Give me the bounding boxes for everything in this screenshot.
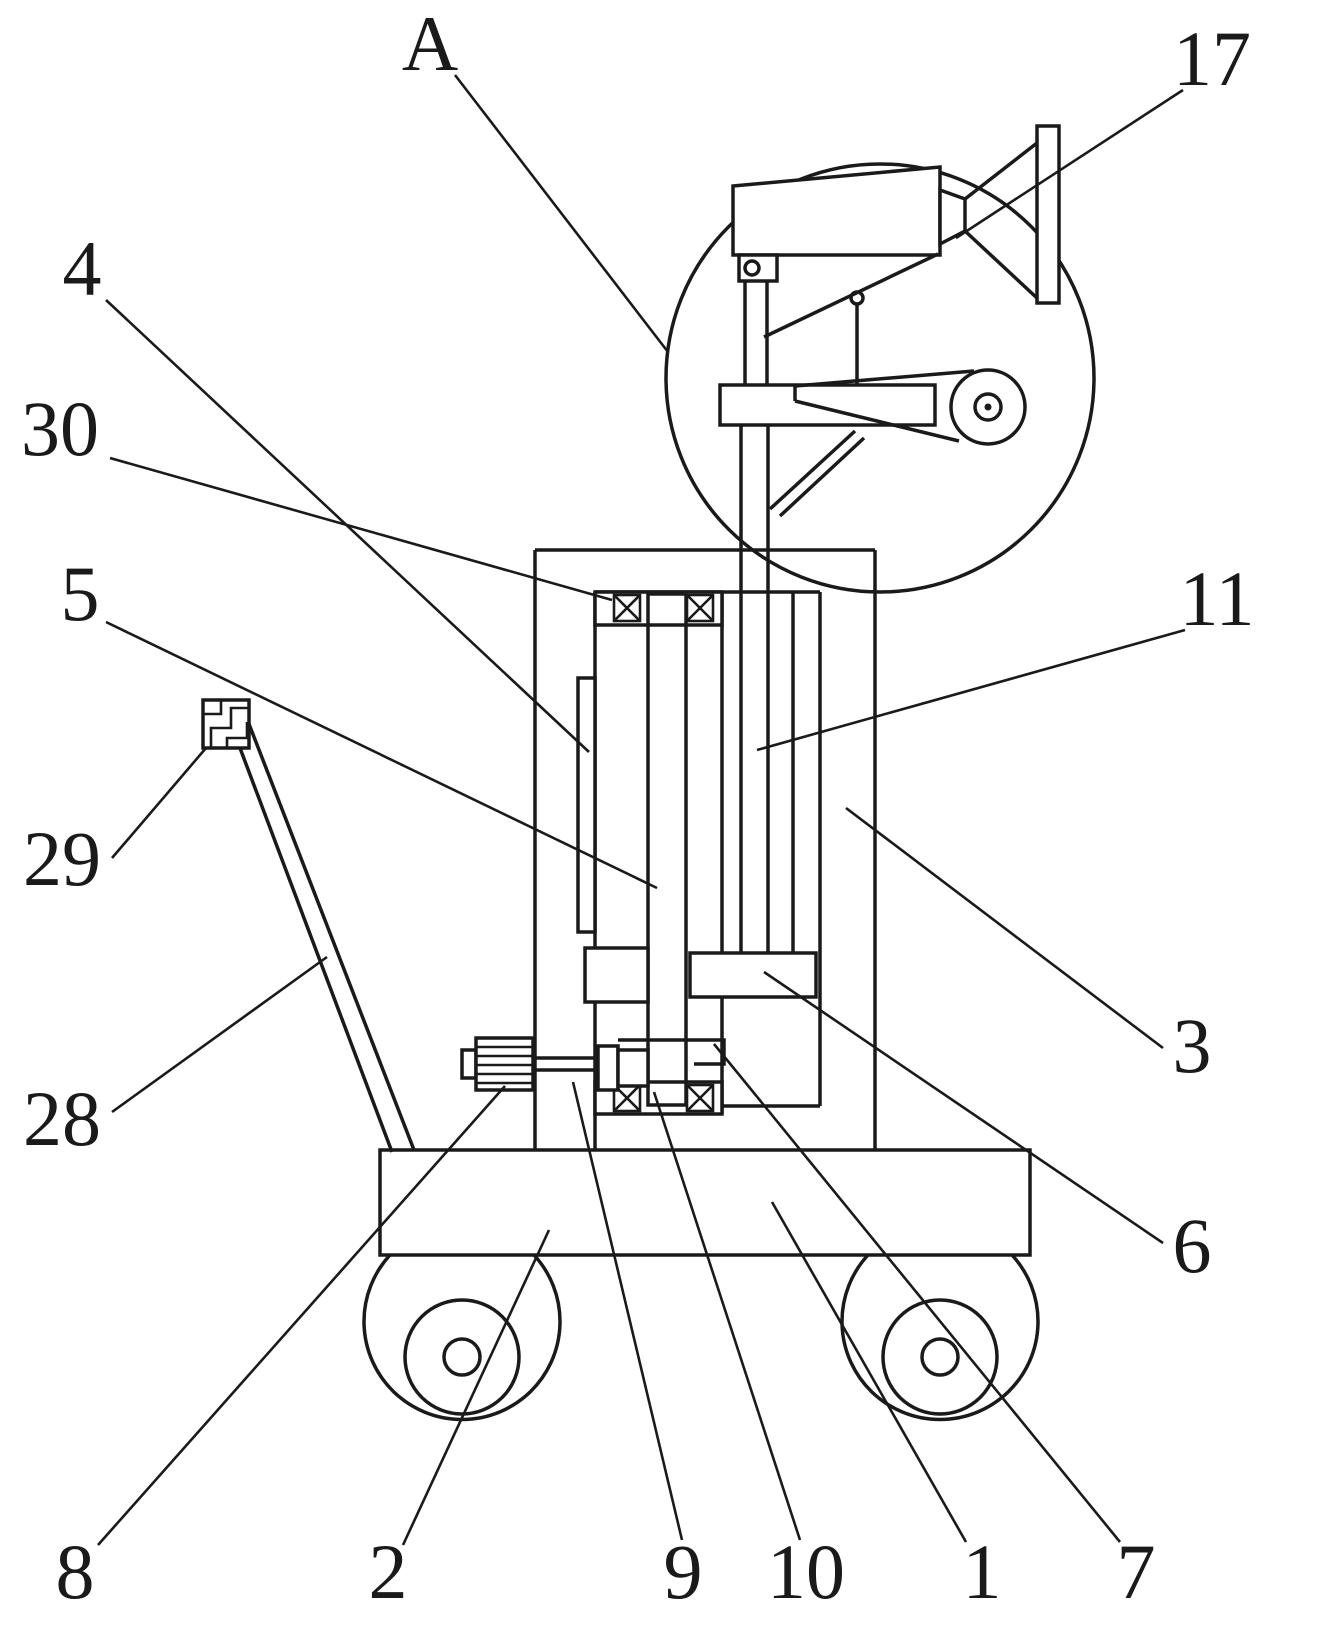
camera-base-plate [718,383,937,427]
label-5: 5 [61,550,100,637]
pivot-pin [743,259,761,277]
nut-block-left [583,946,650,1004]
leader-line-5 [105,620,658,890]
base-plate [378,1148,1032,1257]
guide-rail [576,676,597,934]
detail-view-circle [664,162,1096,594]
leader-line-9 [571,1081,684,1541]
slider-blocks [583,946,818,1004]
leader-line-28 [111,955,328,1114]
label-1: 1 [963,1528,1002,1615]
label-9: 9 [664,1528,703,1615]
leader-line-1 [770,1201,968,1543]
base-body [378,1148,1032,1257]
pulley-center-dot [984,403,992,411]
cone-flare-top [963,141,1039,201]
grip-step-3 [225,722,249,748]
label-3: 3 [1173,1002,1212,1089]
label-29: 29 [23,815,101,902]
bearing-cross-2 [613,594,641,622]
label-10: 10 [767,1528,845,1615]
lead-screw-assembly [593,590,724,1116]
bearing-symbol-top-right [685,593,715,623]
leader-line-30 [109,456,613,602]
bearing-symbol-bottom-left [612,1083,642,1113]
wheel-outer [881,1298,999,1416]
shaft-coupling [596,1044,620,1092]
slider-block-right [688,951,818,999]
handle-bar-upper-edge [247,723,416,1151]
label-17: 17 [1173,15,1251,102]
label-4: 4 [63,225,102,312]
camera-assembly [718,124,1061,518]
bearing-symbol-top-left [612,593,642,623]
label-30: 30 [21,385,99,472]
guide-rail-plate [576,676,597,934]
leader-line-2 [401,1229,551,1546]
pulley-inner [973,392,1003,422]
motor-assembly [460,1036,726,1092]
leader-line-6 [763,970,1164,1245]
label-7: 7 [1117,1528,1156,1615]
strut-line-1 [768,429,857,511]
cone-flare-bottom [963,229,1039,300]
label-8: 8 [56,1528,95,1615]
lift-rod [739,425,795,956]
handle-bar-lower-edge [238,747,394,1153]
label-11: 11 [1179,555,1254,642]
leader-lines [97,74,1186,1546]
bearing-cross-2 [613,1084,641,1112]
leader-line-A [453,74,670,353]
belt-bottom [794,399,960,443]
wheel-hub [442,1337,482,1377]
wheel-outer [403,1298,521,1416]
camera-body [731,165,942,257]
wheel-hub [920,1337,960,1377]
left-wheel [362,1253,562,1422]
leader-line-10 [652,1091,802,1541]
belt-top [794,369,975,388]
leader-line-11 [756,628,1186,752]
strut-line-2 [778,436,866,518]
label-A: A [402,0,458,87]
right-wheel [840,1253,1040,1422]
leader-line-3 [845,806,1164,1050]
angle-bracket [618,1038,726,1066]
label-6: 6 [1173,1202,1212,1289]
bearing-cross-2 [686,1084,714,1112]
leader-line-17 [955,88,1184,240]
leader-line-8 [97,1085,506,1546]
bevel-gear-box [616,1048,650,1088]
mount-plate-17 [1035,124,1061,305]
leader-line-7 [712,1043,1122,1543]
bearing-cross-2 [686,594,714,622]
magnifier-circle [664,162,1096,594]
grip-step-2 [209,706,249,748]
push-handle [201,698,416,1153]
leader-line-29 [111,747,207,859]
grip-step-1 [203,700,223,716]
lead-screw [646,592,688,1107]
wheel-fender [840,1253,1040,1422]
reference-labels: A 17 4 30 5 11 29 3 28 6 8 2 9 10 1 7 [21,0,1255,1615]
label-28: 28 [23,1075,101,1162]
label-2: 2 [369,1528,408,1615]
bearing-symbol-bottom-right [685,1083,715,1113]
motor-end-cap [460,1048,478,1080]
